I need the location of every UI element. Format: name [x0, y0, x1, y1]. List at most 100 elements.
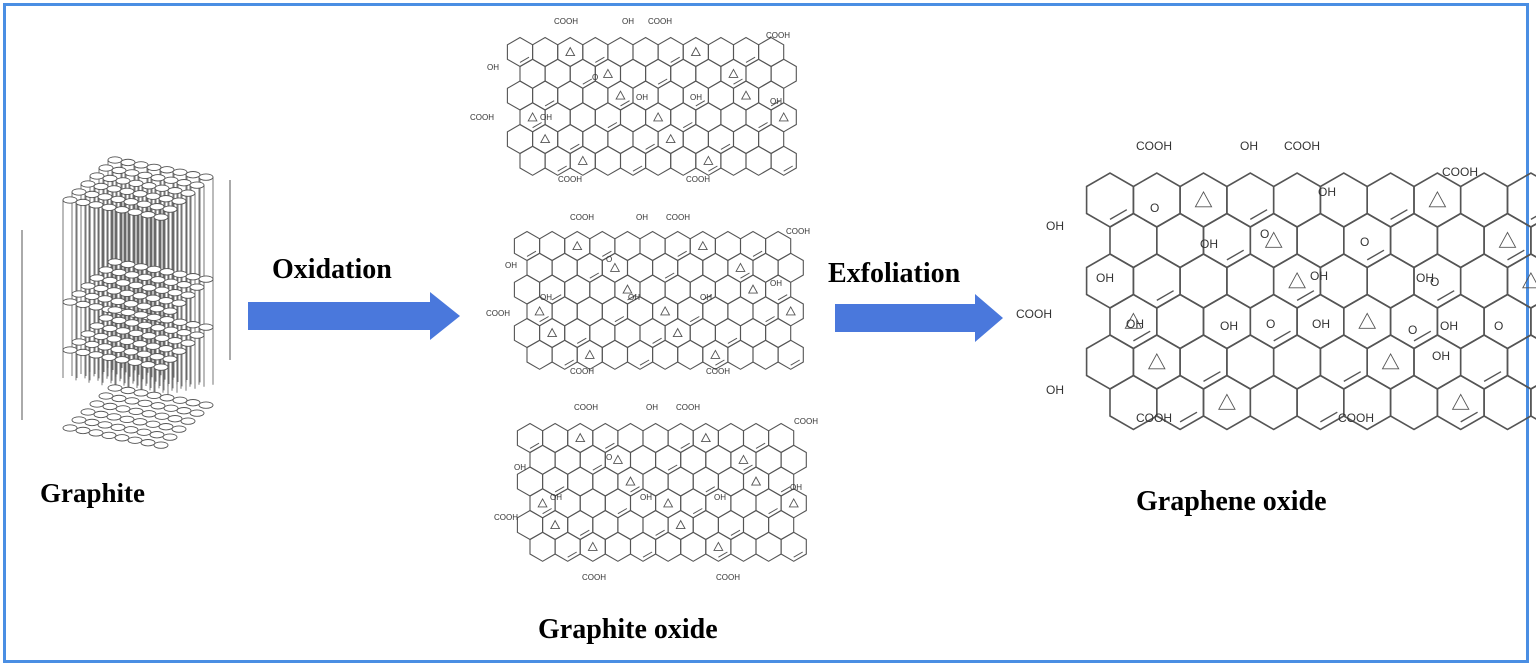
graphite-oxide-label: Graphite oxide — [538, 614, 718, 645]
epoxide-bridge — [1381, 352, 1400, 370]
hexagon-ring — [1530, 223, 1536, 258]
hexagon-ring — [652, 296, 679, 327]
epoxide-bridge — [1522, 271, 1536, 289]
epoxide-bridge — [1428, 190, 1447, 208]
hexagon-ring — [777, 252, 804, 283]
hexagon-ring — [664, 317, 691, 349]
hydroxyl-group-label: OH — [622, 17, 634, 26]
epoxide-bridge — [697, 240, 708, 251]
hexagon-ring — [777, 296, 804, 327]
hexagon-ring — [702, 252, 729, 283]
hydroxyl-group-label: OH — [1220, 319, 1238, 333]
hexagon-ring — [607, 36, 634, 68]
epoxide-bridge — [660, 305, 671, 316]
hexagon-ring — [720, 102, 747, 133]
epoxide-bridge — [1194, 190, 1213, 208]
hexagon-ring — [680, 444, 707, 475]
hexagon-ring — [677, 252, 704, 283]
hexagon-ring — [1459, 172, 1509, 228]
epoxide-bridge — [675, 519, 686, 530]
hexagon-ring — [745, 145, 772, 176]
epoxide-bridge — [575, 432, 586, 443]
hexagon-ring — [639, 274, 666, 305]
hydroxyl-group-label: OH — [636, 213, 648, 222]
epoxide-oxygen-label: O — [592, 73, 598, 82]
epoxide-oxygen-label: O — [1260, 227, 1269, 241]
hydroxyl-group-label: OH — [505, 261, 517, 270]
hexagon-ring — [677, 339, 704, 370]
hydroxyl-group-label: OH — [1310, 269, 1328, 283]
epoxide-bridge — [609, 262, 621, 272]
epoxide-oxygen-label: O — [1430, 275, 1439, 289]
hexagon-ring — [742, 466, 770, 497]
epoxide-bridge — [713, 541, 724, 551]
epoxide-bridge — [750, 476, 762, 486]
cooh-group-label: COOH — [1284, 139, 1320, 153]
hexagon-ring — [513, 274, 541, 305]
hexagon-ring — [617, 509, 644, 541]
hydroxyl-group-label: OH — [1046, 219, 1064, 233]
hexagon-ring — [667, 466, 694, 497]
hydroxyl-group-label: OH — [550, 493, 562, 502]
hexagon-ring — [645, 102, 672, 133]
hydroxyl-group-label: OH — [690, 93, 702, 102]
hexagon-ring — [617, 422, 644, 454]
hexagon-ring — [670, 145, 697, 176]
epoxide-bridge — [1498, 231, 1517, 248]
hexagon-ring — [539, 230, 566, 262]
hydroxyl-group-label: OH — [1432, 349, 1450, 363]
epoxide-bridge — [778, 111, 789, 122]
cooh-group-label: COOH — [470, 113, 494, 122]
epoxide-bridge — [1147, 352, 1166, 370]
hexagon-ring — [768, 509, 795, 541]
hexagon-ring — [632, 36, 659, 68]
cooh-group-label: COOH — [570, 213, 594, 222]
hexagon-ring — [513, 317, 541, 349]
epoxide-bridge — [1358, 312, 1377, 329]
graphite-cylinders — [21, 156, 231, 449]
hydroxyl-group-label: OH — [1200, 237, 1218, 251]
hydroxyl-group-label: OH — [646, 403, 658, 412]
cooh-group-label: COOH — [574, 403, 598, 412]
hexagon-ring — [551, 296, 578, 327]
epoxide-bridge — [672, 327, 683, 338]
cooh-group-label: COOH — [794, 417, 818, 426]
hydroxyl-group-label: OH — [1312, 317, 1330, 331]
hexagon-ring — [539, 317, 566, 349]
hydroxyl-group-label: OH — [1318, 185, 1336, 199]
epoxide-bridge — [537, 497, 548, 508]
cooh-group-label: COOH — [582, 573, 606, 582]
hexagon-ring — [1483, 374, 1532, 431]
oxidation-label: Oxidation — [272, 254, 392, 285]
hexagon-ring — [1296, 212, 1345, 269]
hexagon-ring — [526, 252, 553, 283]
hexagon-ring — [1272, 334, 1322, 390]
epoxide-oxygen-label: O — [1408, 323, 1417, 337]
hexagon-ring — [717, 466, 745, 497]
hexagon-ring — [689, 230, 716, 262]
cooh-group-label: COOH — [486, 309, 510, 318]
epoxide-bridge — [1264, 231, 1283, 248]
hexagon-ring — [655, 531, 682, 562]
hexagon-ring — [639, 230, 666, 262]
hexagon-ring — [742, 509, 770, 541]
epoxide-bridge — [534, 305, 545, 316]
cooh-group-label: COOH — [706, 367, 730, 376]
hexagon-ring — [544, 58, 571, 89]
epoxide-bridge — [735, 262, 746, 272]
hexagon-ring — [576, 296, 603, 327]
hexagon-ring — [557, 36, 584, 68]
hexagon-ring — [567, 422, 594, 454]
graphite-label: Graphite — [40, 478, 145, 508]
hexagon-ring — [1483, 293, 1532, 350]
hexagon-ring — [1179, 172, 1228, 228]
hexagon-ring — [692, 422, 719, 454]
hexagon-ring — [551, 252, 578, 283]
epoxide-bridge — [738, 454, 749, 464]
epoxide-bridge — [703, 155, 714, 165]
cooh-group-label: COOH — [676, 403, 700, 412]
hexagon-ring — [619, 58, 647, 89]
